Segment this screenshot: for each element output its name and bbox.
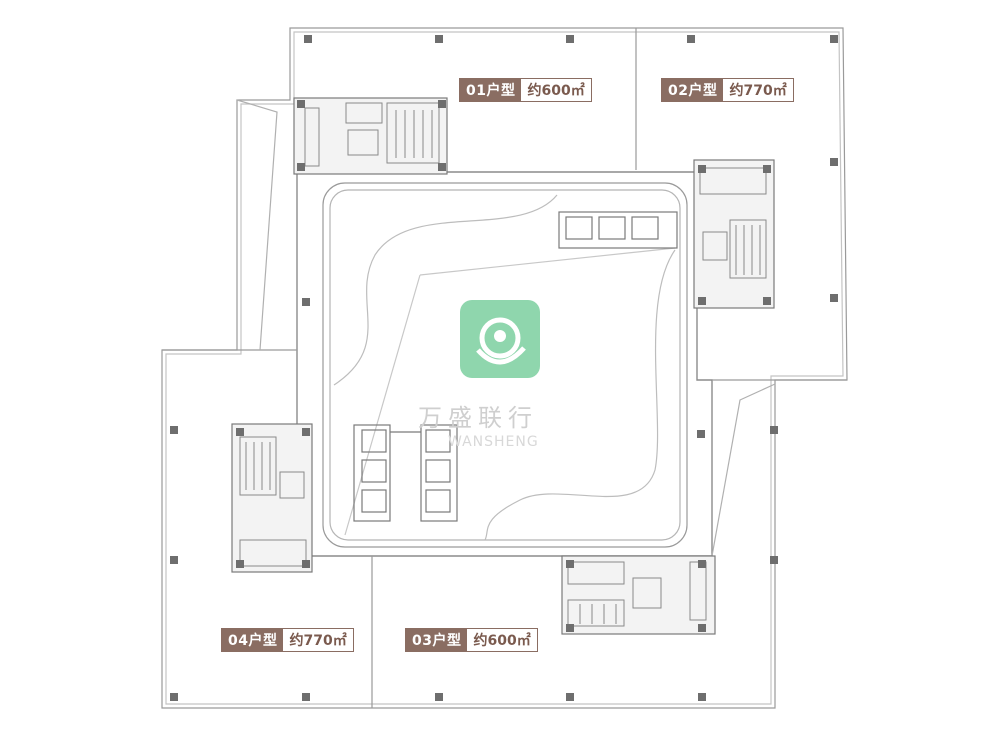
unit-area: 约600㎡ — [473, 633, 531, 649]
unit-type: 04户型 — [222, 629, 284, 651]
watermark-text-en: WANSHENG — [448, 434, 539, 450]
unit-label-01: 01户型 约600㎡ — [459, 78, 592, 102]
unit-area: 约600㎡ — [527, 83, 585, 99]
unit-type: 03户型 — [406, 629, 468, 651]
unit-label-02: 02户型 约770㎡ — [661, 78, 794, 102]
unit-label-03: 03户型 约600㎡ — [405, 628, 538, 652]
unit-type: 02户型 — [662, 79, 724, 101]
atrium-outer — [322, 182, 688, 548]
elevator-bank-top — [558, 211, 678, 249]
core-right — [693, 159, 775, 309]
core-bottom-right — [561, 555, 716, 635]
elevator-bank-left — [353, 424, 391, 522]
watermark-logo — [460, 300, 540, 378]
unit-label-04: 04户型 约770㎡ — [221, 628, 354, 652]
columns — [170, 35, 838, 701]
outer-wall-inner — [165, 31, 844, 705]
unit-type: 01户型 — [460, 79, 522, 101]
unit-area: 约770㎡ — [289, 633, 347, 649]
elevator-bank-right — [420, 424, 458, 522]
outer-wall — [161, 27, 848, 709]
unit-area: 约770㎡ — [729, 83, 787, 99]
atrium-inner — [329, 189, 681, 541]
watermark-text-cn: 万盛联行 — [418, 404, 538, 432]
